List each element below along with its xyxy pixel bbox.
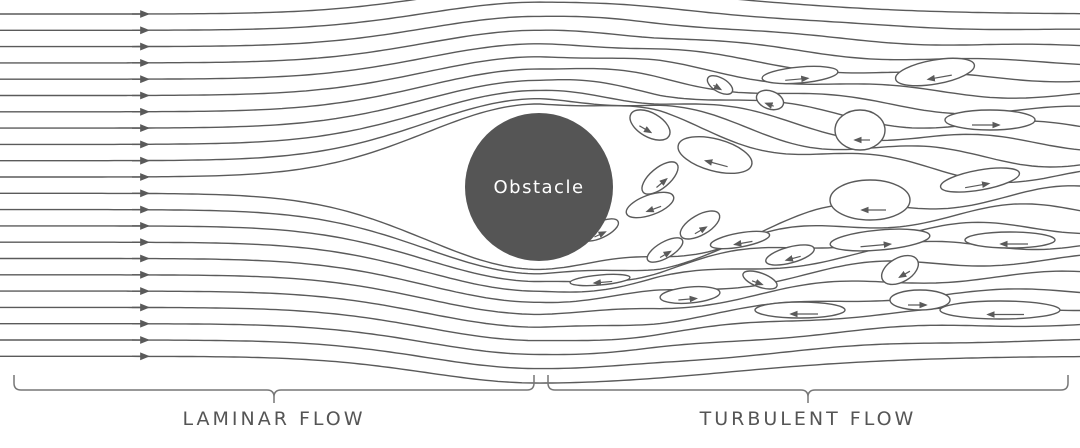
eddy — [944, 109, 1036, 131]
eddy-arrow-icon — [860, 241, 893, 249]
eddy — [834, 109, 886, 151]
eddy — [755, 89, 785, 111]
streamline — [0, 203, 1080, 275]
eddy-arrow-icon — [733, 240, 753, 247]
eddy — [677, 135, 753, 175]
turbulent-flow-label: TURBULENT FLOW — [699, 408, 917, 430]
streamline — [0, 355, 1080, 384]
eddy — [761, 65, 839, 85]
eddy — [625, 191, 675, 219]
streamline — [0, 29, 1080, 66]
streamline — [0, 0, 1080, 15]
eddy — [629, 109, 671, 141]
eddy-arrow-icon — [645, 205, 662, 213]
eddy-arrow-icon — [592, 279, 613, 286]
streamline — [0, 103, 1080, 184]
eddy-arrow-icon — [926, 74, 952, 82]
eddy — [569, 273, 631, 287]
eddy — [679, 210, 721, 240]
streamline — [0, 78, 1080, 129]
eddy-arrow-icon — [898, 270, 911, 279]
eddy — [646, 237, 684, 263]
streamline — [0, 323, 1080, 356]
laminar-flow-label: LAMINAR FLOW — [182, 408, 366, 430]
eddy-arrow-icon — [678, 295, 698, 303]
obstacle-label: Obstacle — [493, 177, 585, 198]
eddy — [894, 57, 976, 87]
eddy — [765, 244, 815, 266]
eddy-arrow-icon — [694, 226, 708, 235]
eddy — [659, 285, 721, 305]
streamline — [0, 338, 1080, 370]
laminar-bracket — [13, 375, 535, 403]
eddy — [754, 301, 846, 319]
eddy-arrow-icon — [764, 102, 774, 109]
eddy — [889, 289, 951, 311]
streamline — [0, 306, 1080, 342]
streamline — [0, 56, 1080, 99]
obstacle-circle — [465, 113, 613, 261]
eddy — [939, 300, 1061, 320]
eddy-arrow-icon — [594, 231, 607, 238]
streamline — [0, 15, 1080, 48]
eddy-arrow-icon — [703, 159, 728, 168]
eddy-arrow-icon — [713, 83, 723, 91]
eddy — [829, 228, 931, 252]
eddy-arrow-icon — [659, 250, 672, 258]
turbulent-eddies — [569, 57, 1061, 320]
eddy — [829, 179, 911, 221]
eddy — [880, 254, 920, 286]
streamline — [0, 1, 1080, 31]
eddy — [742, 270, 778, 290]
eddy — [709, 230, 771, 250]
eddy — [964, 231, 1056, 249]
eddy-arrow-icon — [965, 181, 991, 189]
eddy-arrow-icon — [656, 177, 668, 188]
streamline — [0, 97, 1080, 168]
streamline — [0, 67, 1080, 115]
streamline — [0, 89, 1080, 151]
eddy-arrow-icon — [785, 75, 810, 83]
eddy-arrow-icon — [751, 279, 764, 286]
eddy — [939, 167, 1021, 193]
turbulent-bracket — [547, 375, 1069, 403]
eddy-arrow-icon — [639, 125, 653, 134]
eddy-arrow-icon — [784, 255, 801, 262]
